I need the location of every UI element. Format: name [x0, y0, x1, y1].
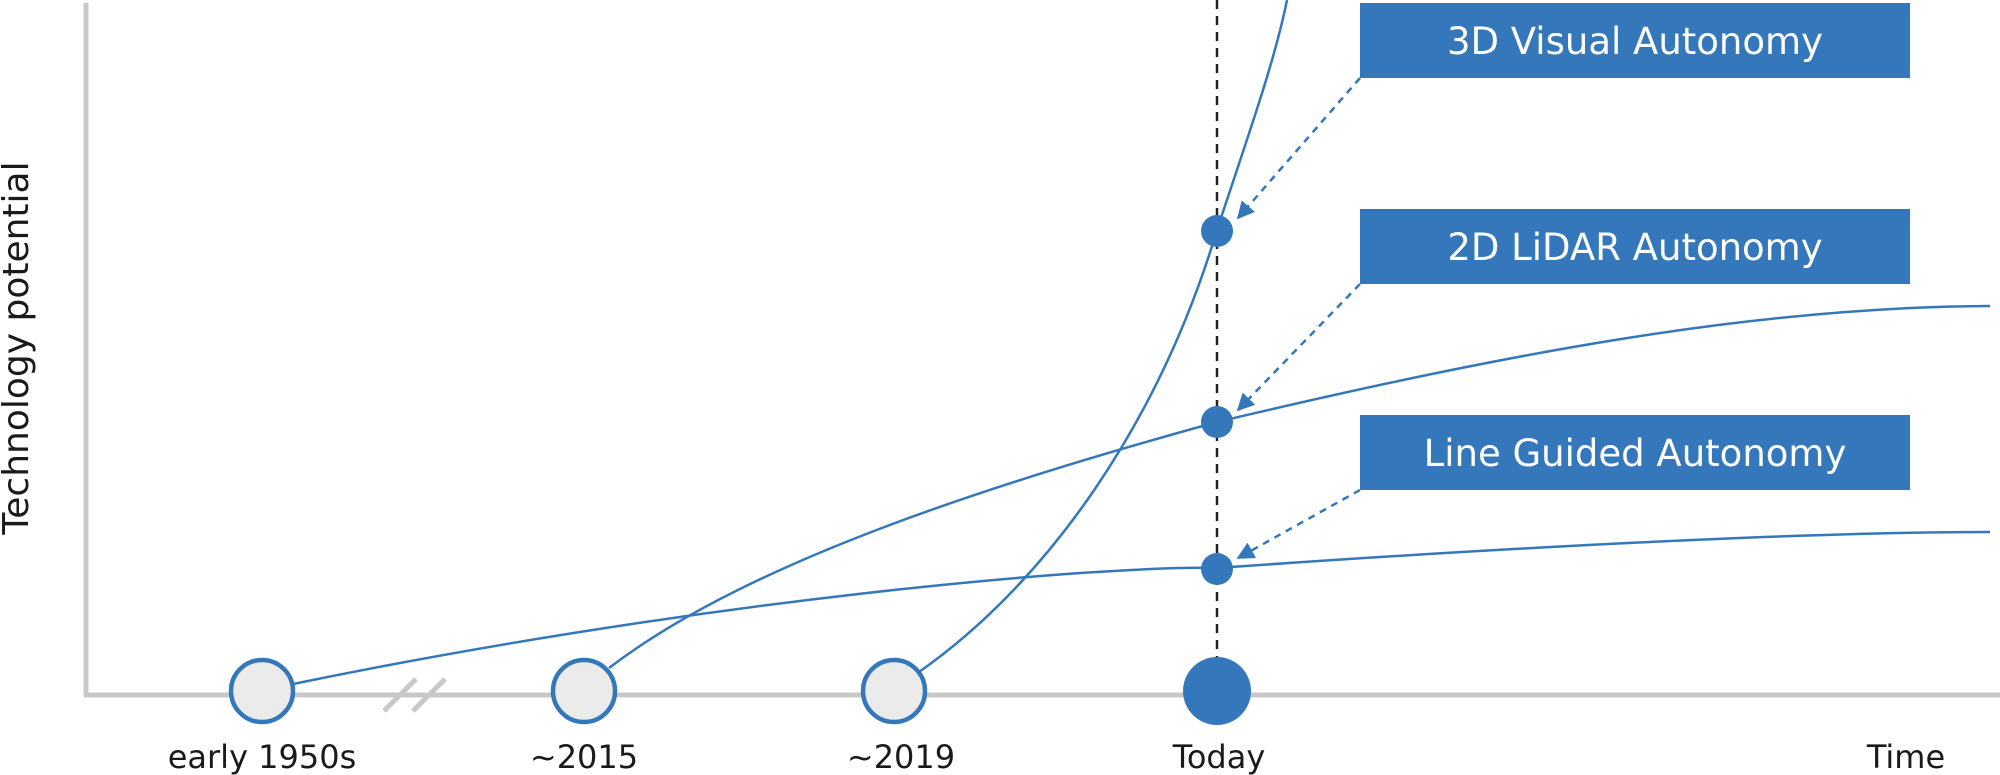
timeline-marker-early-1950s [228, 657, 296, 725]
visual-autonomy-label: 3D Visual Autonomy [1447, 20, 1823, 63]
visual-curve [918, 0, 1289, 674]
lidar-autonomy-label: 2D LiDAR Autonomy [1447, 226, 1822, 269]
timeline-marker-2015 [550, 657, 618, 725]
lidar-autonomy-box: 2D LiDAR Autonomy [1360, 209, 1910, 284]
line-guided-autonomy-box: Line Guided Autonomy [1360, 415, 1910, 490]
timeline-marker-today [1183, 657, 1251, 725]
y-axis-title: Technology potential [0, 161, 37, 535]
timeline-marker-2019 [860, 657, 928, 725]
line-guided-autonomy-label: Line Guided Autonomy [1424, 432, 1847, 475]
line-guided-curve [292, 530, 1991, 686]
visual-today-marker [1201, 215, 1233, 247]
timeline-label-today: Today [1172, 738, 1266, 775]
lidar-today-marker [1201, 406, 1233, 438]
timeline-label-2015: ~2015 [530, 738, 638, 775]
timeline-label-early-1950s: early 1950s [168, 738, 357, 775]
line-guided-today-marker [1201, 553, 1233, 585]
visual-callout-arrow [1236, 77, 1361, 220]
line-guided-callout-arrow [1236, 488, 1361, 560]
lidar-callout-arrow [1236, 283, 1361, 412]
x-axis-title: Time [1866, 738, 1945, 775]
visual-autonomy-box: 3D Visual Autonomy [1360, 3, 1910, 78]
timeline-label-2019: ~2019 [847, 738, 955, 775]
axis-break-marks [382, 677, 447, 713]
